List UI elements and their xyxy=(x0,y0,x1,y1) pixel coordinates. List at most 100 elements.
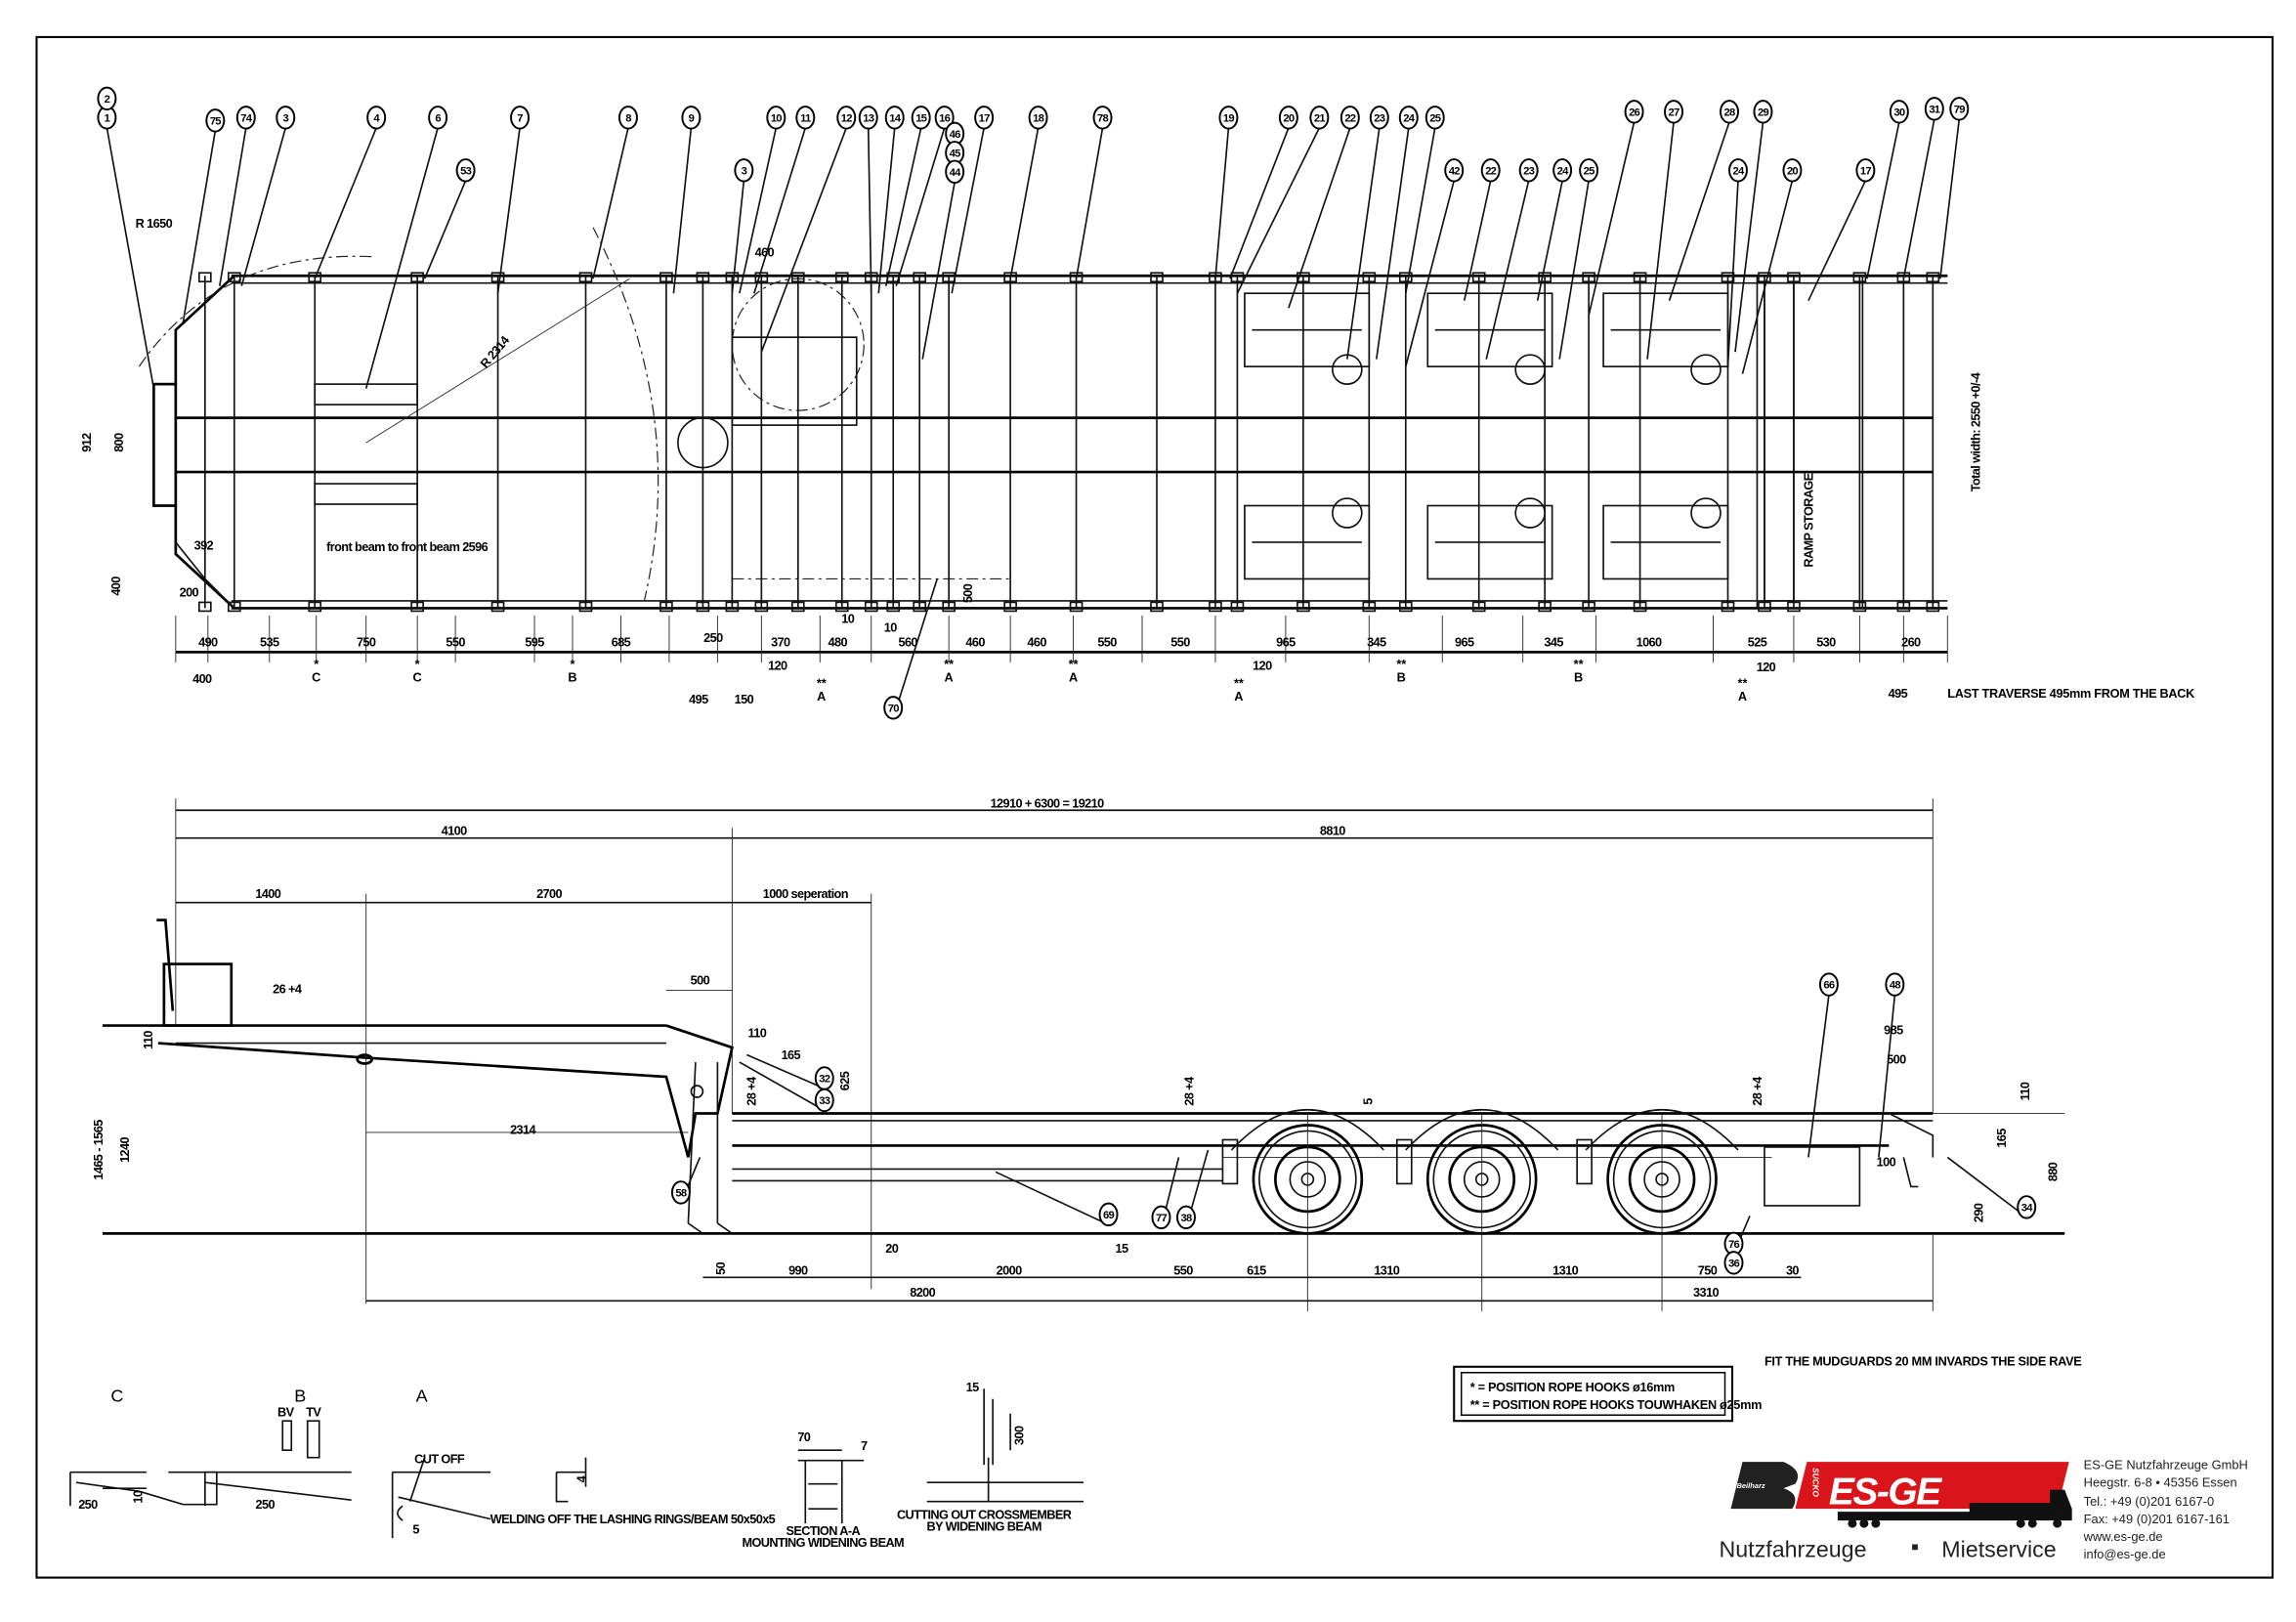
part-callout: 16 xyxy=(895,106,955,286)
dimension-label: 345 xyxy=(1367,634,1386,649)
part-callout: 27 xyxy=(1646,100,1684,360)
callout-number: 11 xyxy=(800,112,811,124)
callout-number: 3 xyxy=(283,112,289,124)
lashing-pocket xyxy=(1150,272,1164,283)
callout-number: 10 xyxy=(771,112,782,124)
part-callout: 45 xyxy=(945,141,965,165)
hub-icon xyxy=(1332,497,1363,529)
dimension-label: 200 xyxy=(180,584,199,599)
part-callout: 28 xyxy=(1668,100,1739,301)
callout-number: 31 xyxy=(1929,104,1939,115)
callout-number: 22 xyxy=(1344,112,1355,124)
dimension-label: 5 xyxy=(1360,1098,1375,1105)
lashing-pocket xyxy=(834,601,849,613)
detail-small-label: CUT OFF xyxy=(414,1452,465,1467)
callout-number: 32 xyxy=(819,1074,829,1086)
dimension-label: 800 xyxy=(111,433,126,452)
dimension-label: 500 xyxy=(1887,1052,1906,1067)
rope-hook-marker-box: ** A xyxy=(817,677,827,703)
frame-rails xyxy=(138,227,1948,654)
lashing-pocket xyxy=(1230,601,1245,613)
lashing-pocket xyxy=(1471,272,1486,283)
rope-hook-marker: ** A xyxy=(1068,658,1079,685)
dimension-label: 28 +4 xyxy=(1181,1077,1196,1106)
callout-number: 78 xyxy=(1097,112,1108,124)
slogan-mietservice: Mietservice xyxy=(1941,1537,2056,1562)
lashing-pocket xyxy=(942,601,956,613)
lashing-pocket xyxy=(1230,272,1245,283)
dimension-label: 165 xyxy=(782,1047,801,1062)
callout-number: 20 xyxy=(1283,112,1294,124)
hub-icon xyxy=(1514,497,1546,529)
rope-hook-marker-box: * B xyxy=(568,658,576,683)
part-callout: 22 xyxy=(1463,158,1501,301)
callout-number: 24 xyxy=(1557,165,1569,177)
lashing-pocket xyxy=(1926,601,1940,613)
part-callout: 17 xyxy=(951,106,995,294)
callout-number: 8 xyxy=(625,112,631,124)
dimension-label: 250 xyxy=(703,630,723,645)
dimension-label: 550 xyxy=(446,634,465,649)
axle-tyre-outline xyxy=(1244,292,1371,367)
callout-number: 25 xyxy=(1429,112,1440,124)
lashing-pocket xyxy=(578,272,593,283)
drawing-border xyxy=(35,35,2275,1579)
dimension-label: 28 +4 xyxy=(1750,1077,1765,1106)
detail-view-label: B xyxy=(294,1387,306,1406)
dimension-label: 30 xyxy=(1786,1262,1799,1277)
part-callout: 21 xyxy=(1236,106,1330,294)
callout-number: 18 xyxy=(1033,112,1043,124)
lashing-pocket xyxy=(1538,272,1552,283)
part-callout: 20 xyxy=(1741,158,1803,374)
radius-label: R 1650 xyxy=(136,216,173,231)
dimension-label: 5 xyxy=(412,1522,419,1537)
company-website[interactable]: www.es-ge.de xyxy=(2083,1529,2163,1544)
dimension-label: 120 xyxy=(1253,658,1272,672)
part-callout: 10 xyxy=(739,106,787,294)
gooseneck xyxy=(102,918,734,1235)
part-callout: 48 xyxy=(1878,972,1905,1158)
callout-number: 53 xyxy=(460,165,471,177)
lashing-pocket xyxy=(227,272,241,283)
callout-number: 13 xyxy=(863,112,873,124)
dimension-label: 110 xyxy=(141,1031,155,1049)
lashing-pocket xyxy=(1787,601,1801,613)
dimension-label: 26 +4 xyxy=(273,982,302,997)
front-beam-note: front beam to front beam 2596 xyxy=(326,539,488,554)
callout-number: 27 xyxy=(1669,107,1679,118)
rope-hook-marker: ** A xyxy=(1737,676,1748,704)
dimension-label: 1310 xyxy=(1374,1262,1399,1277)
company-email[interactable]: info@es-ge.de xyxy=(2084,1547,2166,1561)
dimension-label: 20 xyxy=(885,1241,898,1256)
lashing-pocket xyxy=(1758,272,1771,283)
lashing-pocket xyxy=(1896,601,1911,613)
callout-number: 14 xyxy=(889,112,901,124)
dimension-label: 400 xyxy=(192,671,212,686)
part-callout: 11 xyxy=(753,106,816,294)
axle-tyre-outline xyxy=(1244,504,1371,580)
rope-hook-marker-box: * C xyxy=(312,658,320,683)
dimension-label: 12910 + 6300 = 19210 xyxy=(991,795,1105,810)
callout-number: 20 xyxy=(1787,165,1798,177)
part-callout: 42 xyxy=(1404,158,1465,367)
lashing-pocket xyxy=(578,601,593,613)
part-callout: 24 xyxy=(1375,106,1419,360)
part-callout: 53 xyxy=(423,158,476,279)
lashing-pocket xyxy=(659,272,673,283)
callout-number: 44 xyxy=(950,167,961,179)
dimension-label: 290 xyxy=(1971,1203,1985,1222)
lashing-pocket xyxy=(1926,272,1940,283)
part-callout: 31 xyxy=(1902,97,1944,279)
lashing-pocket xyxy=(1362,601,1377,613)
part-callout: 26 xyxy=(1588,100,1644,316)
part-callout: 12 xyxy=(760,106,857,353)
callout-number: 45 xyxy=(950,148,960,159)
dimension-label: 880 xyxy=(2046,1162,2061,1181)
part-callout: 20 xyxy=(1229,106,1298,279)
lashing-pocket xyxy=(1362,272,1377,283)
callout-number: 1 xyxy=(105,112,110,124)
dimension-label: 1465 - 1565 xyxy=(91,1120,106,1180)
detail-caption: CUTTING OUT CROSSMEMBER xyxy=(897,1508,1072,1522)
detail-caption: BY WIDENING BEAM xyxy=(926,1519,1041,1534)
